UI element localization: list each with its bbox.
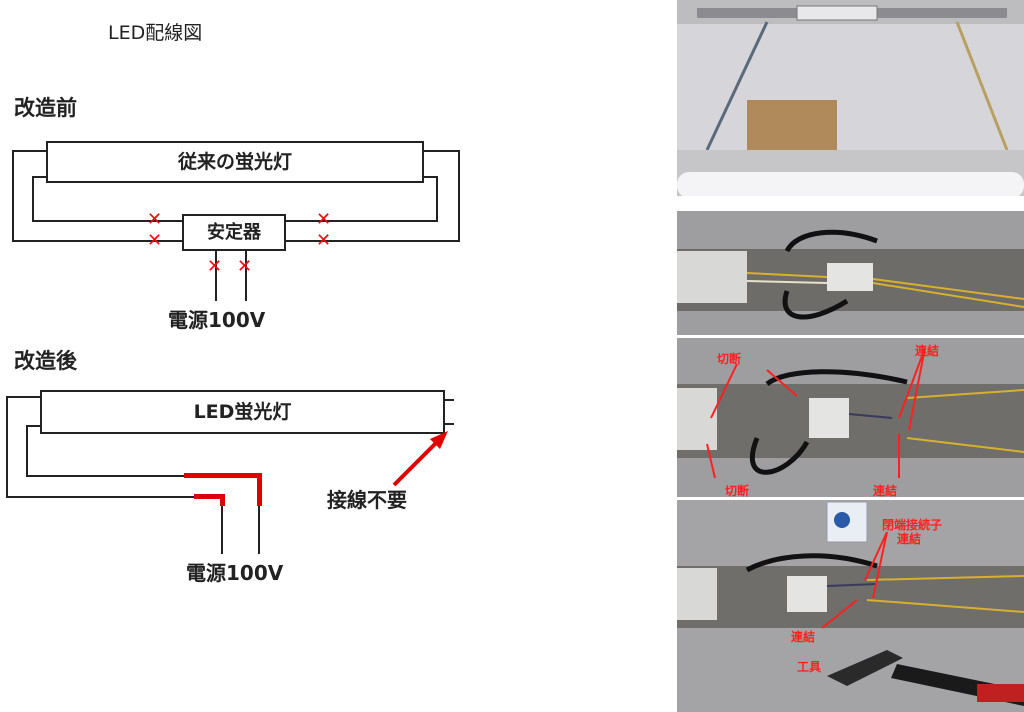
red-wire	[194, 494, 224, 499]
photo-connected-wires: 閉端接続子 連結 連結 工具	[677, 500, 1024, 712]
tool-label: 工具	[797, 660, 822, 674]
no-wiring-note: 接線不要	[327, 488, 407, 512]
ballast-photo-image	[677, 211, 1024, 335]
connected-wires-photo-image	[677, 500, 1024, 712]
page-title: LED配線図	[108, 22, 203, 44]
wire	[6, 396, 42, 398]
cut-mark: ✕	[237, 256, 253, 277]
led-tube: LED蛍光灯	[40, 390, 445, 434]
wire	[12, 240, 182, 242]
photo-cut-wires: 切断 切断 連結 連結	[677, 338, 1024, 497]
wire	[436, 176, 438, 222]
cut-mark: ✕	[147, 230, 163, 251]
wire	[26, 425, 28, 477]
wire	[458, 150, 460, 242]
cut-mark: ✕	[207, 256, 223, 277]
connect-label: 連結	[915, 344, 940, 358]
power-lead	[258, 506, 260, 554]
photo-ballast-wiring	[677, 211, 1024, 335]
wire	[286, 240, 458, 242]
wire	[12, 150, 14, 242]
red-wire	[257, 473, 262, 506]
wire	[12, 150, 48, 152]
connect-label: 連結	[873, 484, 898, 497]
wire	[424, 150, 460, 152]
cut-mark: ✕	[147, 209, 163, 230]
wire	[32, 176, 48, 178]
wire	[6, 496, 194, 498]
ballast: 安定器	[182, 214, 286, 251]
power-lead	[221, 506, 223, 554]
tube-pin	[444, 399, 454, 401]
section-heading-before: 改造前	[14, 96, 77, 120]
power-source-label: 電源100V	[186, 561, 284, 585]
power-source-label: 電源100V	[168, 308, 266, 332]
wire	[32, 176, 34, 222]
photo-fixture-overview	[677, 0, 1024, 208]
cut-wires-photo-image	[677, 338, 1024, 497]
wire	[6, 396, 8, 498]
tube-pin	[444, 423, 454, 425]
cut-mark: ✕	[316, 209, 332, 230]
cut-label: 切断	[717, 352, 742, 366]
section-heading-after: 改造後	[14, 349, 77, 373]
closed-end-connector-label: 閉端接続子	[882, 518, 943, 532]
wire	[32, 220, 182, 222]
connect-label: 連結	[897, 532, 922, 546]
fixture-photo-image	[677, 0, 1024, 208]
power-lead	[245, 251, 247, 301]
power-lead	[215, 251, 217, 301]
wire	[424, 176, 438, 178]
wire	[26, 425, 42, 427]
arrow-icon	[392, 431, 448, 487]
cut-mark: ✕	[316, 230, 332, 251]
connect-label: 連結	[791, 630, 816, 644]
red-wire	[184, 473, 262, 478]
wire	[26, 475, 184, 477]
wire	[286, 220, 438, 222]
fluorescent-tube: 従来の蛍光灯	[46, 141, 424, 183]
red-wire	[220, 494, 225, 506]
cut-label: 切断	[725, 484, 750, 497]
